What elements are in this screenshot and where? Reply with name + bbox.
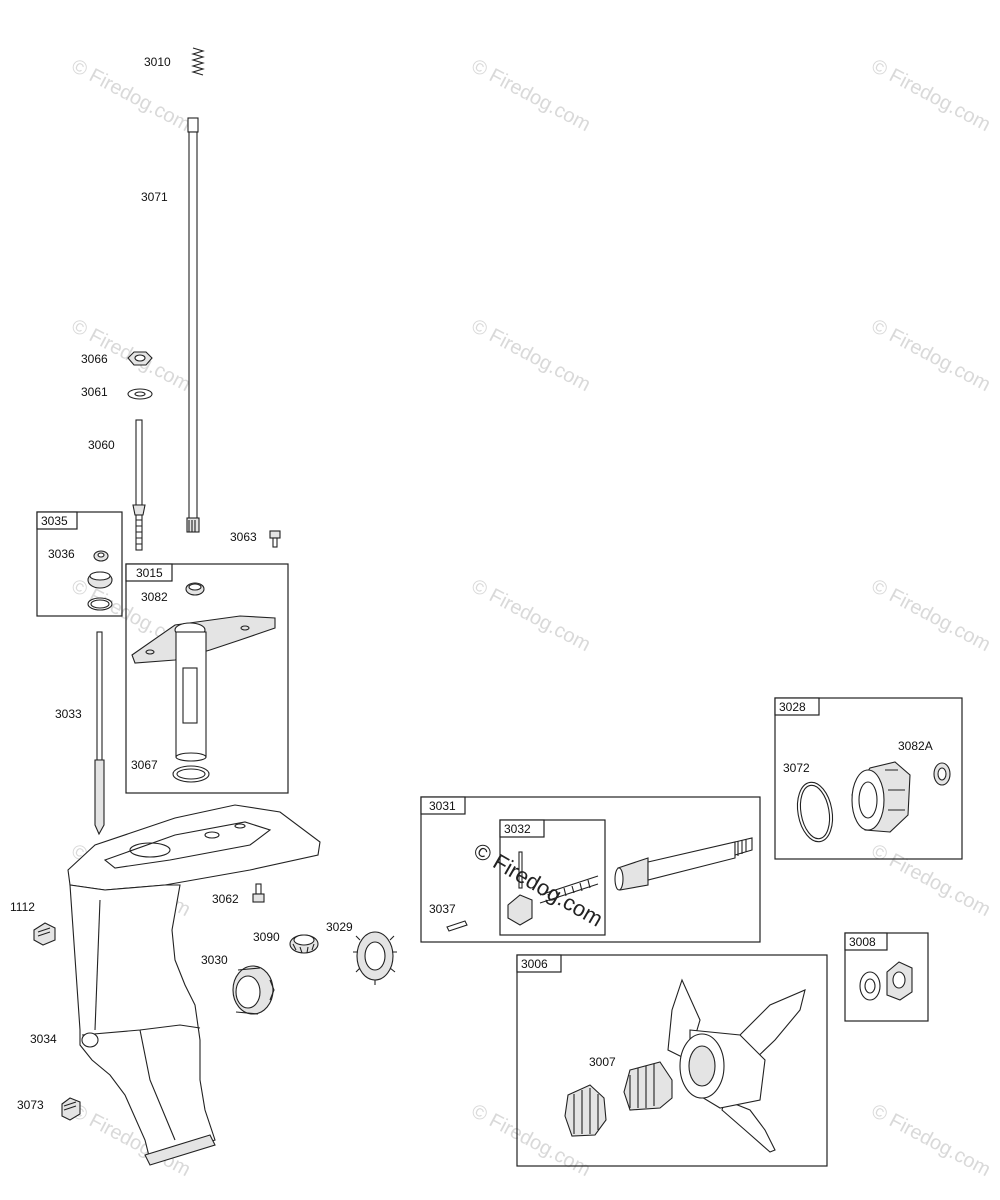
part-3071-drive-shaft: 3071 bbox=[141, 117, 200, 533]
part-label-3037: 3037 bbox=[429, 902, 456, 916]
kit-box-3032: 3032 bbox=[499, 819, 606, 936]
part-label-3072: 3072 bbox=[783, 761, 810, 775]
part-3090-pinion-gear: 3090 bbox=[253, 930, 319, 954]
watermark-layer: © Firedog.com © Firedog.com © Firedog.co… bbox=[68, 55, 994, 1181]
kit-label-3032: 3032 bbox=[504, 822, 531, 836]
part-label-3073: 3073 bbox=[17, 1098, 44, 1112]
watermark: © Firedog.com bbox=[868, 575, 994, 656]
part-label-3062: 3062 bbox=[212, 892, 239, 906]
part-label-3030: 3030 bbox=[201, 953, 228, 967]
part-3066-nut: 3066 bbox=[81, 351, 153, 366]
kit-label-3035: 3035 bbox=[41, 514, 68, 528]
kit-label-3008: 3008 bbox=[849, 935, 876, 949]
kit-box-3015: 3015 3082 3067 bbox=[125, 563, 289, 794]
part-label-3033: 3033 bbox=[55, 707, 82, 721]
watermark: © Firedog.com bbox=[868, 840, 994, 921]
watermark: © Firedog.com bbox=[868, 55, 994, 136]
part-label-3082A: 3082A bbox=[898, 739, 933, 753]
part-3073-plug: 3073 bbox=[17, 1097, 81, 1121]
part-label-1112: 1112 bbox=[10, 900, 35, 914]
firedog-watermark: © Firedog.com bbox=[470, 838, 608, 932]
part-3030-forward-gear: 3030 bbox=[201, 953, 275, 1015]
part-label-3034: 3034 bbox=[30, 1032, 57, 1046]
part-3061-washer: 3061 bbox=[81, 385, 153, 400]
kit-box-3028: 3028 3072 3082A bbox=[774, 697, 963, 860]
watermark: © Firedog.com bbox=[468, 55, 594, 136]
watermark: © Firedog.com bbox=[868, 315, 994, 396]
kit-box-3035: 3035 3036 bbox=[36, 511, 123, 617]
part-3034-gearcase: 3034 bbox=[30, 804, 321, 1166]
part-label-3007: 3007 bbox=[589, 1055, 616, 1069]
part-label-3071: 3071 bbox=[141, 190, 168, 204]
kit-box-3031: 3031 3037 bbox=[420, 796, 761, 943]
part-label-3090: 3090 bbox=[253, 930, 280, 944]
watermark: © Firedog.com bbox=[468, 575, 594, 656]
watermark: © Firedog.com bbox=[470, 838, 608, 932]
part-3062-screw: 3062 bbox=[212, 883, 265, 906]
kit-label-3031: 3031 bbox=[429, 799, 456, 813]
part-3029-bevel-gear: 3029 bbox=[326, 920, 397, 985]
part-3060-stud: 3060 bbox=[88, 419, 146, 551]
part-3033-shift-rod: 3033 bbox=[55, 631, 105, 836]
part-label-3063: 3063 bbox=[230, 530, 257, 544]
watermark: © Firedog.com bbox=[868, 1100, 994, 1181]
part-label-3029: 3029 bbox=[326, 920, 353, 934]
watermark: © Firedog.com bbox=[68, 55, 194, 136]
part-label-3036: 3036 bbox=[48, 547, 75, 561]
part-label-3060: 3060 bbox=[88, 438, 115, 452]
watermark: © Firedog.com bbox=[468, 315, 594, 396]
part-1112-plug: 1112 bbox=[10, 900, 56, 946]
kit-label-3006: 3006 bbox=[521, 957, 548, 971]
kit-label-3028: 3028 bbox=[779, 700, 806, 714]
part-label-3082: 3082 bbox=[141, 590, 168, 604]
kit-label-3015: 3015 bbox=[136, 566, 163, 580]
kit-box-3006: 3006 3007 bbox=[516, 954, 828, 1167]
part-label-3061: 3061 bbox=[81, 385, 108, 399]
part-3010-spring: 3010 bbox=[144, 47, 205, 76]
part-label-3010: 3010 bbox=[144, 55, 171, 69]
part-3063-bolt: 3063 bbox=[230, 530, 281, 548]
part-label-3066: 3066 bbox=[81, 352, 108, 366]
kit-box-3008: 3008 bbox=[844, 932, 929, 1022]
part-label-3067: 3067 bbox=[131, 758, 158, 772]
